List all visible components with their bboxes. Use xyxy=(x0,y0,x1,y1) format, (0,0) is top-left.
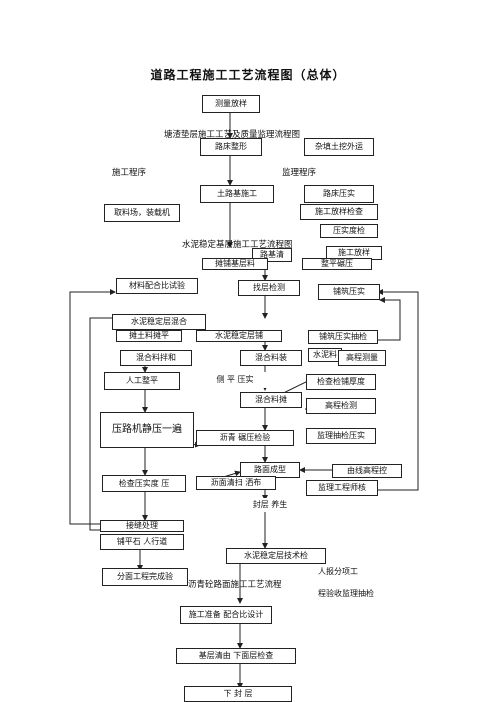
box-setout-check: 施工放样检查 xyxy=(300,204,378,220)
box-roller-static: 压路机静压一遍 xyxy=(100,412,194,448)
box-manual-level: 人工整平 xyxy=(104,372,180,390)
box-elevation-check: 高程检测 xyxy=(306,398,376,414)
box-level-roll: 整平碾压 xyxy=(302,258,372,270)
box-mixture-blend: 混合料拌和 xyxy=(120,350,192,366)
caption-construction-procedure: 施工程序 xyxy=(112,168,147,178)
box-supervision-compact: 监理抽检压实 xyxy=(306,428,376,444)
box-fill-excavation: 杂填土挖外运 xyxy=(304,138,374,156)
caption-supervision-procedure: 监理程序 xyxy=(282,168,317,178)
loop-right-outer xyxy=(377,289,419,491)
box-prep-mixdesign: 施工准备 配合比设计 xyxy=(180,606,272,624)
box-mixture-load: 混合料装 xyxy=(240,350,302,366)
loop-left-outer xyxy=(69,289,116,525)
box-elevation-survey: 高程测量 xyxy=(338,350,386,366)
box-line-elevation: 由线高程控 xyxy=(332,464,402,478)
box-pave-compact: 铺筑压实 xyxy=(318,284,380,300)
box-borrow-pit: 取料场，装载机 xyxy=(104,204,180,222)
box-thickness-check: 检查检铺厚度 xyxy=(306,374,376,390)
caption-cement-base-process: 水泥稳定基层施工工艺流程图 xyxy=(182,240,293,250)
box-seal-cure: 封层 养生 xyxy=(240,498,300,512)
box-subgrade-compaction: 路床压实 xyxy=(304,185,374,203)
box-survey-setout: 测量放样 xyxy=(202,95,260,113)
box-cement-pave: 水泥稳定层铺 xyxy=(196,330,282,342)
box-spread-base: 摊铺基层料 xyxy=(202,258,268,270)
box-asphalt-roll: 沥青 碾压检验 xyxy=(196,430,294,446)
box-mixture-spread: 混合料摊 xyxy=(240,392,302,408)
box-pave-sample: 铺筑压实抽检 xyxy=(308,330,378,344)
box-earthwork-subgrade: 土路基施工 xyxy=(200,185,274,203)
box-side-compact: 侧 平 压实 xyxy=(200,372,270,388)
box-acceptance-sample: 程验收监理抽检 xyxy=(318,586,380,602)
box-subproject-complete: 分面工程完成验 xyxy=(102,568,188,586)
box-curb-sidewalk: 铺平石 人行道 xyxy=(100,534,184,550)
box-compaction-check: 检查压实度 压 xyxy=(102,475,186,492)
box-joint-treatment: 接缝处理 xyxy=(100,520,184,532)
box-mix-ratio-test: 材料配合比试验 xyxy=(116,278,198,294)
box-subgrade-shaping: 路床整形 xyxy=(200,138,262,156)
loop-right-inner xyxy=(378,297,401,341)
box-cement-mix: 水泥稳定层混合 xyxy=(112,314,206,330)
box-cement-material: 水泥料 xyxy=(308,348,342,362)
box-cement-technical: 水泥稳定层技术检 xyxy=(226,548,326,564)
box-engineer-review: 监理工程师核 xyxy=(306,480,378,496)
box-lower-seal: 下 封 层 xyxy=(184,686,292,702)
box-layer-detect: 找层检测 xyxy=(238,280,300,296)
box-compaction-test: 压实度检 xyxy=(320,224,378,238)
page-title: 道路工程施工工艺流程图（总体） xyxy=(150,68,346,82)
box-base-inspection: 基层清由 下面层检查 xyxy=(176,648,296,664)
box-spread-level: 摊土料摊平 xyxy=(116,330,182,342)
caption-roadbase-process: 塘渣垫层施工工艺及质量监理流程图 xyxy=(164,130,301,140)
caption-asphalt-process: 沥青砼路面施工工艺流程 xyxy=(188,580,282,590)
box-report-subitem: 人报分项工 xyxy=(318,564,380,580)
box-clean-spray: 沥面清扫 洒布 xyxy=(196,476,276,490)
